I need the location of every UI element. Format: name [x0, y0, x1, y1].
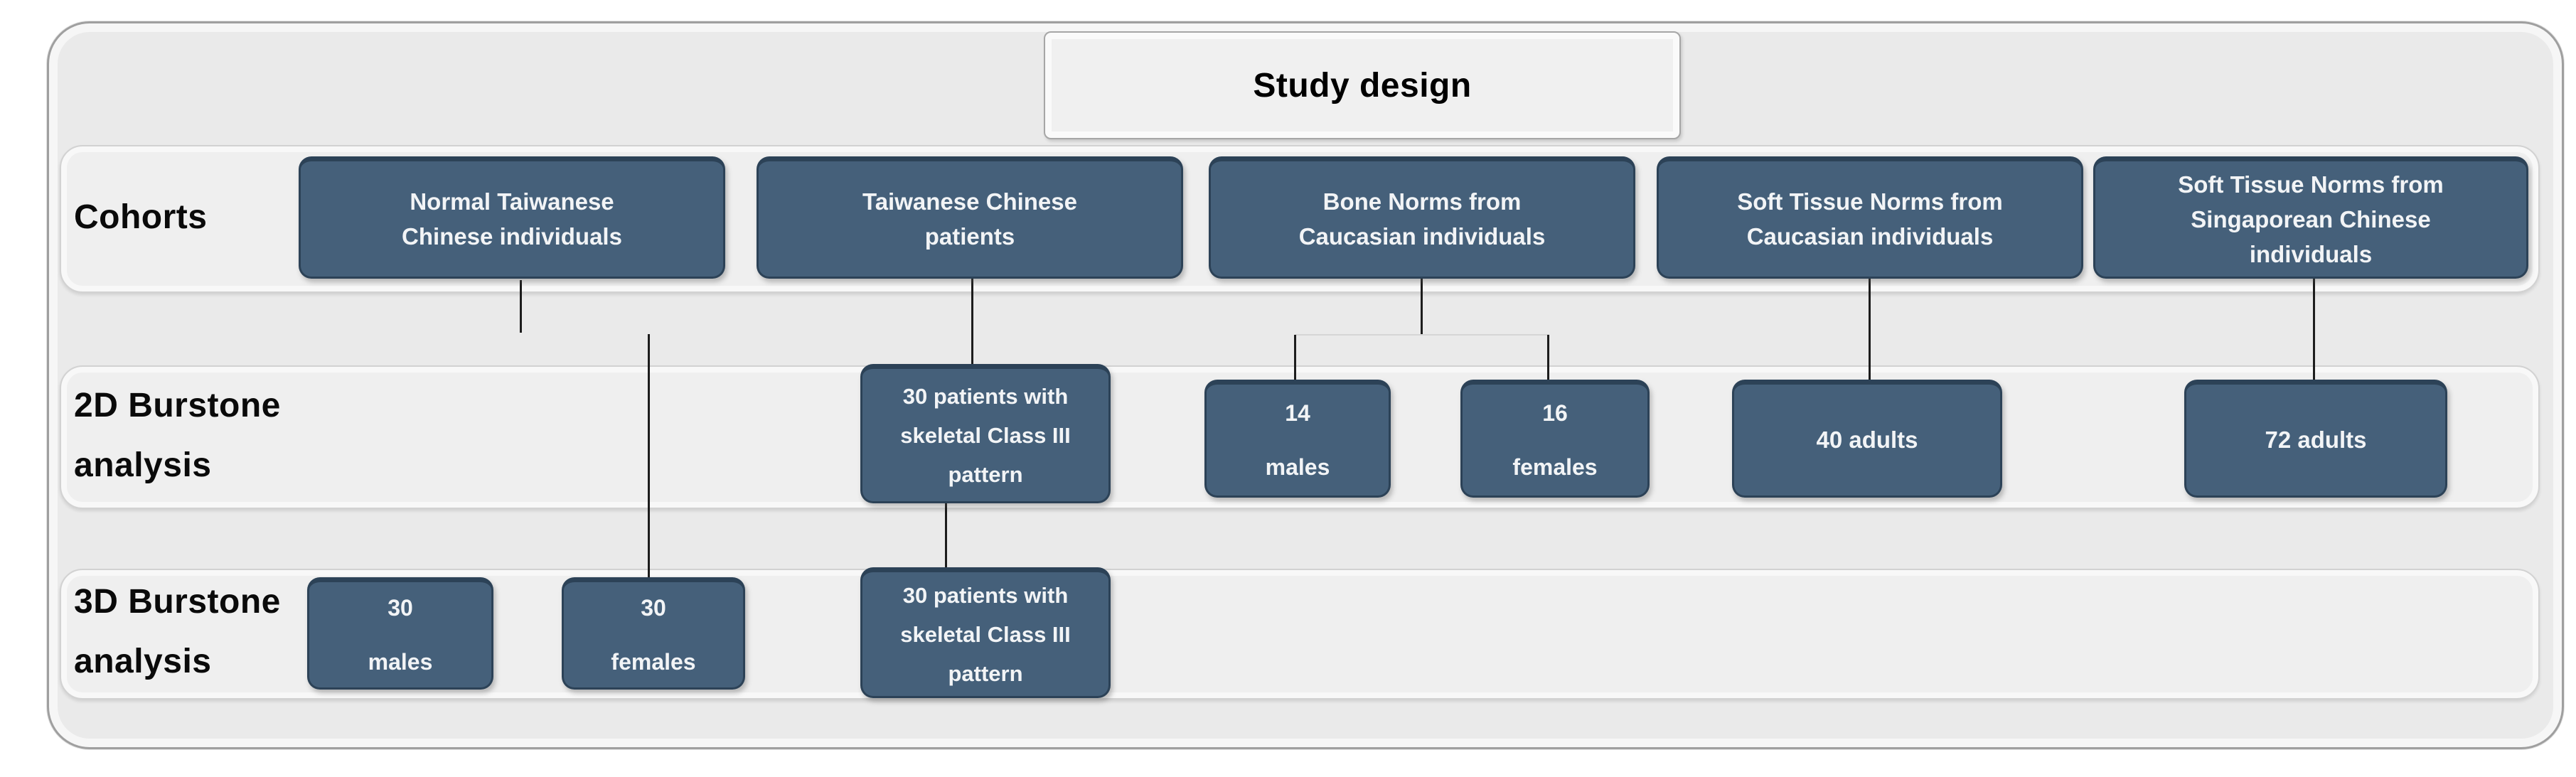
box-text-line: 30 patients with	[902, 383, 1069, 409]
box-2d-72-adults: 72 adults	[2184, 380, 2447, 498]
3d-burstone-row-label: 3D Burstone analysis	[74, 572, 281, 692]
cohort-box-bone-norms-caucasian: Bone Norms from Caucasian individuals	[1209, 156, 1635, 279]
row-label-line: analysis	[74, 643, 212, 680]
box-text-line: Taiwanese Chinese	[862, 188, 1077, 215]
box-text-line: Caucasian individuals	[1746, 223, 1994, 250]
connector-normal-taiwanese-to-30-females	[648, 334, 650, 577]
cohort-box-normal-taiwanese-chinese: Normal Taiwanese Chinese individuals	[299, 156, 725, 279]
box-text-line: pattern	[948, 660, 1023, 686]
box-text-line: females	[611, 649, 696, 675]
box-text-line: 30 patients with	[902, 582, 1069, 608]
box-text-line: Singaporean Chinese	[2191, 205, 2431, 232]
box-text-line: Chinese individuals	[402, 223, 622, 250]
box-text-line: 40 adults	[1816, 427, 1918, 453]
box-text-line: Normal Taiwanese	[410, 188, 614, 215]
row-label-line: 3D Burstone	[74, 583, 281, 621]
connector-bracket-to-14-males	[1294, 335, 1296, 382]
study-design-title-box: Study design	[1044, 31, 1681, 139]
box-text-line: 16	[1542, 400, 1568, 426]
connector-soft-tissue-caucasian-to-40-adults	[1869, 279, 1871, 381]
box-text-line: males	[368, 649, 433, 675]
box-2d-14-males: 14 males	[1204, 380, 1391, 498]
row-label-line: 2D Burstone	[74, 387, 281, 424]
box-text-line: skeletal Class III	[900, 422, 1071, 448]
row-label-line: analysis	[74, 446, 212, 484]
box-text-line: individuals	[2249, 240, 2373, 267]
connector-bone-norms-bracket	[1295, 334, 1549, 336]
box-2d-16-females: 16 females	[1460, 380, 1650, 498]
connector-2d-class-iii-to-3d-class-iii	[945, 502, 947, 569]
box-text-line: Soft Tissue Norms from	[1737, 188, 2003, 215]
2d-burstone-row-label: 2D Burstone analysis	[74, 376, 281, 495]
box-3d-30-females: 30 females	[562, 577, 745, 690]
box-2d-class-iii-patients: 30 patients with skeletal Class III patt…	[860, 364, 1111, 503]
box-3d-class-iii-patients: 30 patients with skeletal Class III patt…	[860, 567, 1111, 698]
row-label-line: Cohorts	[74, 198, 208, 236]
box-text-line: 30	[641, 595, 666, 621]
box-text-line: Soft Tissue Norms from	[2178, 171, 2444, 198]
connector-bracket-to-16-females	[1547, 335, 1549, 382]
connector-soft-tissue-singaporean-to-72-adults	[2313, 279, 2315, 381]
box-text-line: patients	[924, 223, 1015, 250]
box-text-line: females	[1512, 454, 1598, 480]
connector-normal-taiwanese-stub	[520, 280, 522, 333]
box-text-line: skeletal Class III	[900, 621, 1071, 647]
cohort-box-soft-tissue-norms-caucasian: Soft Tissue Norms from Caucasian individ…	[1657, 156, 2083, 279]
cohort-box-taiwanese-chinese-patients: Taiwanese Chinese patients	[757, 156, 1183, 279]
connector-taiwanese-patients-to-2d-class-iii	[971, 279, 973, 365]
box-text-line: 14	[1285, 400, 1310, 426]
study-design-title: Study design	[1253, 66, 1472, 105]
box-text-line: 30	[388, 595, 413, 621]
connector-bone-norms-stem	[1421, 279, 1423, 336]
box-text-line: males	[1265, 454, 1330, 480]
box-text-line: pattern	[948, 461, 1023, 487]
box-text-line: Caucasian individuals	[1298, 223, 1546, 250]
box-text-line: Bone Norms from	[1322, 188, 1522, 215]
cohort-box-soft-tissue-norms-singaporean: Soft Tissue Norms from Singaporean Chine…	[2093, 156, 2528, 279]
box-3d-30-males: 30 males	[307, 577, 493, 690]
box-2d-40-adults: 40 adults	[1732, 380, 2002, 498]
box-text-line: 72 adults	[2265, 427, 2367, 453]
cohorts-row-label: Cohorts	[74, 188, 207, 247]
